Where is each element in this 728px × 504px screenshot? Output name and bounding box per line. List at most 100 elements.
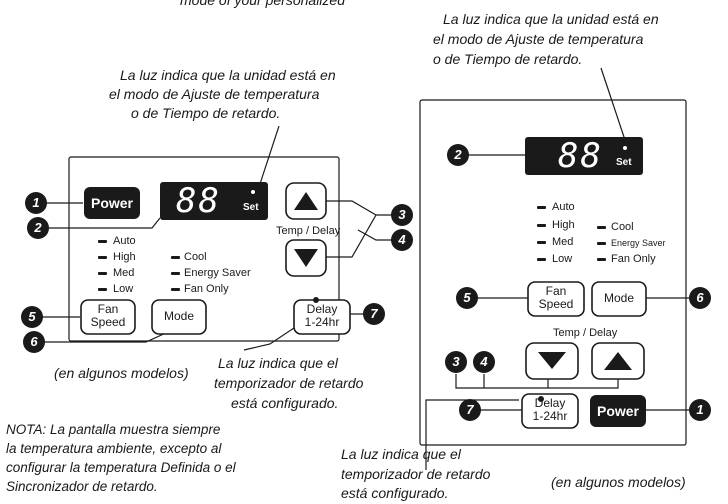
delay-light-right	[538, 396, 544, 402]
mode-button-right[interactable]	[591, 281, 647, 317]
power-button-right[interactable]	[590, 395, 646, 427]
fan-speed-med-right: Med	[552, 236, 574, 248]
callout-1-circle-right	[689, 399, 711, 421]
delay-caption-right-line3: está configurado.	[341, 485, 449, 501]
power-button-left[interactable]	[84, 187, 140, 219]
callout-7-left: 7	[370, 306, 378, 321]
callout-1-right: 1	[696, 402, 704, 417]
callout-34-line-right	[455, 374, 619, 389]
display-digits-right: 88	[558, 136, 603, 176]
callout-2-left: 2	[34, 220, 42, 235]
set-light-right	[623, 146, 627, 150]
nota-line4: Sincronizador de retardo.	[6, 479, 158, 494]
power-label-left: Power	[90, 195, 133, 211]
set-caption-left-line1: La luz indica que la unidad está en	[120, 67, 336, 83]
indicator-energy-left	[171, 272, 180, 275]
callout-4-left: 4	[398, 232, 406, 247]
indicator-cool-right	[597, 226, 606, 229]
mode-energy-saver-right: Energy Saver	[611, 238, 666, 248]
delay-button-label-right[interactable]: Delay 1-24hr	[532, 396, 568, 423]
indicator-auto-left	[98, 240, 107, 243]
down-arrow-icon-right	[538, 352, 566, 369]
nota-line1: NOTA: La pantalla muestra siempre	[6, 422, 221, 437]
delay-button-label-left[interactable]: Delay 1-24hr	[304, 302, 340, 329]
callout-7-circle-right	[459, 399, 481, 421]
mode-cool-right: Cool	[611, 221, 634, 233]
indicator-cool-left	[171, 256, 180, 259]
delay-button-left[interactable]	[293, 299, 351, 335]
mode-fan-only-right: Fan Only	[611, 253, 656, 265]
set-leader-line-right	[600, 67, 626, 141]
callout-2-right: 2	[454, 147, 462, 162]
indicator-low-left	[98, 288, 107, 291]
fan-speed-button-label-right[interactable]: Fan Speed	[538, 284, 574, 311]
delay-caption-right-line2: temporizador de retardo	[341, 466, 491, 482]
callout-5-circle-right	[456, 287, 478, 309]
set-caption-right-line2: el modo de Ajuste de temperatura	[433, 31, 644, 47]
indicator-fanonly-left	[171, 288, 180, 291]
indicator-fanonly-right	[597, 258, 606, 261]
down-arrow-icon-left	[294, 249, 318, 267]
fan-speed-low-left: Low	[113, 283, 134, 295]
delay-leader-line-right	[425, 399, 519, 470]
callout-2-circle-right	[447, 144, 469, 166]
callout-6-line-left	[44, 331, 169, 343]
callout-5-right: 5	[463, 290, 471, 305]
callout-2-circle-left	[27, 217, 49, 239]
indicator-energy-right	[597, 242, 606, 245]
callout-6-circle-left	[23, 331, 45, 353]
set-leader-line-left	[257, 125, 280, 191]
callout-6-left: 6	[30, 334, 38, 349]
set-caption-right-line1: La luz indica que la unidad está en	[443, 11, 659, 27]
callout-3-circle-left	[391, 204, 413, 226]
mode-button-label-right[interactable]: Mode	[603, 291, 635, 305]
indicator-med-left	[98, 272, 107, 275]
display-left	[160, 182, 268, 220]
fan-speed-button-left[interactable]	[80, 299, 136, 335]
fan-speed-button-label-left[interactable]: Fan Speed	[90, 302, 126, 329]
callout-4-right: 4	[480, 354, 488, 369]
set-label-right: Set	[616, 157, 632, 168]
delay-light-left	[313, 297, 319, 303]
callout-2-line-left	[47, 217, 161, 229]
fan-speed-high-right: High	[552, 219, 575, 231]
models-note-left: (en algunos modelos)	[54, 365, 189, 381]
power-label-right[interactable]: Power	[596, 403, 639, 419]
callout-7-circle-left	[363, 303, 385, 325]
delay-caption-right-line1: La luz indica que el	[341, 446, 461, 462]
set-label-left: Set	[243, 202, 259, 213]
nota-line3: configurar la temperatura Definida o el	[6, 460, 236, 475]
callout-3-circle-right	[445, 351, 467, 373]
fan-speed-auto-right: Auto	[552, 201, 575, 213]
callout-4-circle-left	[391, 229, 413, 251]
up-arrow-icon-left	[294, 192, 318, 210]
display-right	[525, 137, 643, 175]
indicator-med-right	[537, 241, 546, 244]
callout-6-right: 6	[696, 290, 704, 305]
fan-speed-auto-left: Auto	[113, 235, 136, 247]
callout-4-circle-right	[473, 351, 495, 373]
callout-1-circle-left	[25, 192, 47, 214]
fan-speed-low-right: Low	[552, 253, 573, 265]
fan-speed-high-left: High	[113, 251, 136, 263]
mode-fan-only-left: Fan Only	[184, 283, 229, 295]
indicator-auto-right	[537, 206, 546, 209]
mode-button-left[interactable]	[151, 299, 207, 335]
delay-caption-left-line3: está configurado.	[231, 395, 339, 411]
indicator-low-right	[537, 258, 546, 261]
mode-cool-left: Cool	[184, 251, 207, 263]
callout-7-right: 7	[466, 402, 474, 417]
callout-3-left: 3	[398, 207, 406, 222]
display-digits-left: 88	[176, 181, 221, 221]
delay-button-right[interactable]	[521, 393, 579, 429]
callout-4-line-left	[325, 214, 377, 258]
fan-speed-button-right[interactable]	[527, 281, 585, 317]
nota-line2: la temperatura ambiente, excepto al	[6, 441, 222, 456]
models-note-right: (en algunos modelos)	[551, 474, 686, 490]
left-control-panel	[68, 156, 340, 342]
set-caption-left-line2: el modo de Ajuste de temperatura	[109, 86, 320, 102]
mode-button-label-left[interactable]: Mode	[163, 309, 195, 323]
callout-3-right: 3	[452, 354, 460, 369]
callout-5-circle-left	[21, 306, 43, 328]
